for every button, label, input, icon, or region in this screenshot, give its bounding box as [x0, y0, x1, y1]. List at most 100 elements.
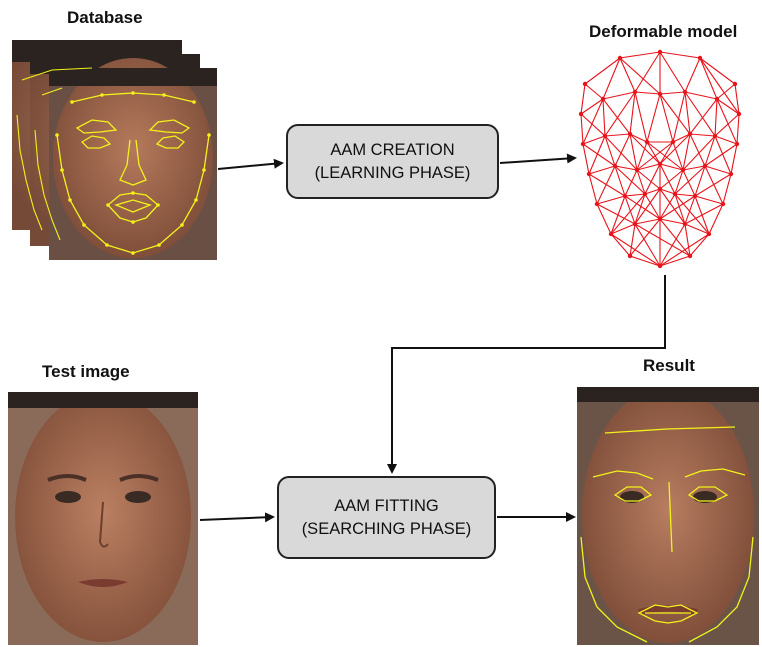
- mesh-edge: [634, 91, 661, 95]
- mesh-vertex: [627, 253, 633, 259]
- mesh-edge: [722, 173, 732, 205]
- mesh-edge: [584, 83, 604, 100]
- mesh-vertex: [634, 167, 640, 173]
- mesh-edge: [689, 98, 718, 135]
- left-eye: [55, 491, 81, 503]
- mesh-edge: [596, 203, 612, 235]
- mesh-edge: [634, 193, 646, 225]
- aam-fitting-subtitle: (SEARCHING PHASE): [301, 519, 472, 538]
- mesh-edge: [624, 169, 638, 197]
- mesh-edge: [636, 169, 661, 190]
- mesh-vertex: [692, 193, 698, 199]
- mesh-edge: [619, 51, 661, 59]
- mesh-edge: [659, 163, 676, 195]
- database-image-stack: [12, 40, 217, 260]
- database-photo-front: [16, 58, 217, 260]
- result-label: Result: [643, 356, 695, 375]
- mesh-edge: [588, 165, 616, 175]
- mesh-edge: [659, 51, 686, 93]
- mesh-edge: [636, 169, 646, 195]
- mesh-edge: [646, 93, 661, 143]
- mesh-vertex: [736, 111, 742, 117]
- mesh-vertex: [670, 139, 676, 145]
- mesh-edge: [634, 51, 661, 93]
- mesh-edge: [714, 98, 718, 137]
- mesh-edge: [624, 195, 661, 220]
- mesh-vertex: [578, 111, 584, 117]
- mesh-edge: [659, 91, 686, 95]
- mesh-vertex: [657, 49, 663, 55]
- mesh-edge: [684, 195, 696, 225]
- mesh-vertex: [697, 55, 703, 61]
- mesh-edge: [582, 98, 604, 145]
- mesh-edge: [734, 83, 740, 115]
- test-image-photo: [8, 392, 198, 645]
- mesh-vertex: [728, 171, 734, 177]
- mesh-vertex: [622, 193, 628, 199]
- mesh-vertex: [594, 201, 600, 207]
- mesh-edge: [674, 193, 686, 225]
- mesh-vertex: [600, 96, 606, 102]
- mesh-edge: [629, 133, 648, 143]
- mesh-edge: [644, 188, 661, 195]
- mesh-vertex: [712, 133, 718, 139]
- arrow-model-to-fitting: [387, 275, 666, 474]
- mesh-edge: [708, 203, 724, 235]
- mesh-edge: [674, 165, 706, 195]
- mesh-edge: [604, 135, 616, 167]
- mesh-edge: [659, 188, 676, 195]
- mesh-edge: [580, 83, 586, 115]
- mesh-edge: [659, 223, 686, 267]
- mesh-edge: [716, 83, 736, 100]
- mesh-edge: [672, 133, 691, 143]
- mesh-edge: [704, 165, 732, 175]
- mesh-edge: [684, 223, 691, 257]
- mesh-edge: [689, 233, 710, 257]
- mesh-edge: [689, 133, 706, 167]
- mesh-edge: [646, 141, 661, 165]
- mesh-edge: [629, 133, 638, 171]
- mesh-edge: [689, 133, 716, 137]
- mesh-edge: [580, 113, 584, 145]
- result-photo: [577, 387, 759, 645]
- mesh-vertex: [657, 186, 663, 192]
- mesh-edge: [674, 193, 696, 197]
- mesh-edge: [629, 91, 636, 135]
- mesh-edge: [602, 98, 631, 135]
- mesh-edge: [682, 133, 691, 171]
- mesh-edge: [634, 218, 661, 225]
- mesh-edge: [659, 233, 710, 267]
- mesh-edge: [682, 165, 706, 171]
- mesh-edge: [674, 193, 710, 235]
- mesh-edge: [659, 193, 676, 220]
- mesh-edge: [659, 93, 674, 143]
- mesh-edge: [634, 223, 691, 257]
- mesh-edge: [659, 133, 691, 165]
- mesh-vertex: [732, 81, 738, 87]
- aam-creation-box: AAM CREATION (LEARNING PHASE): [286, 124, 499, 199]
- mesh-vertex: [672, 191, 678, 197]
- mesh-edge: [684, 223, 710, 235]
- mesh-edge: [694, 165, 706, 197]
- deformable-model-mesh: [578, 49, 742, 269]
- mesh-vertex: [582, 81, 588, 87]
- mesh-edge: [610, 193, 646, 235]
- mesh-edge: [684, 91, 716, 137]
- mesh-vertex: [608, 231, 614, 237]
- aam-fitting-box: AAM FITTING (SEARCHING PHASE): [277, 476, 496, 559]
- mesh-edge: [629, 223, 636, 257]
- mesh-vertex: [657, 216, 663, 222]
- aam-creation-subtitle: (LEARNING PHASE): [314, 163, 471, 182]
- mesh-edge: [588, 135, 606, 175]
- mesh-edge: [682, 135, 716, 171]
- mesh-edge: [580, 98, 604, 115]
- arrow-test-to-fitting: [199, 512, 275, 523]
- mesh-edge: [636, 163, 661, 171]
- mesh-vertex: [632, 89, 638, 95]
- mesh-vertex: [687, 131, 693, 137]
- mesh-vertex: [702, 163, 708, 169]
- mesh-edge: [614, 133, 631, 167]
- deformable-model-label: Deformable model: [589, 22, 738, 41]
- mesh-vertex: [687, 253, 693, 259]
